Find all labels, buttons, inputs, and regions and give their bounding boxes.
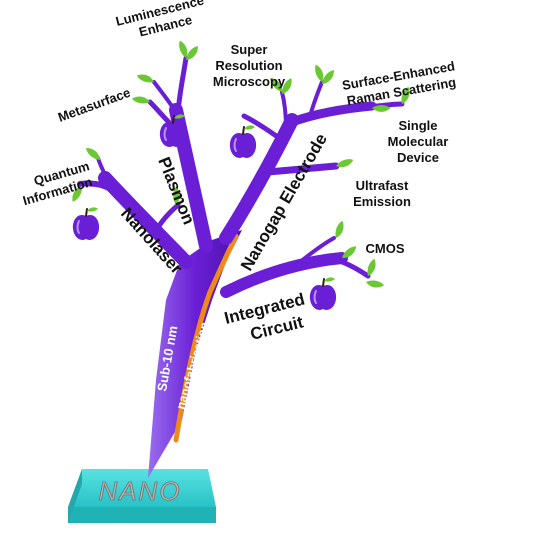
twig-luminescence-2 [152, 80, 178, 114]
label-super-3: Microscopy [213, 74, 286, 89]
twig-super-resolution-2 [280, 90, 288, 130]
branches [77, 55, 405, 298]
trunk: Sub-10 nm nanofabrication [148, 230, 242, 478]
twig-nanolaser-2 [153, 202, 181, 235]
leaf [330, 220, 349, 239]
branch-nanolaser [98, 171, 193, 269]
label-cmos: CMOS [366, 241, 405, 256]
fruit [228, 124, 258, 159]
fruit [308, 276, 338, 311]
nano-base: NANO [68, 469, 216, 523]
twig-quantum [77, 180, 123, 199]
twig-ic-2 [298, 236, 336, 264]
leaf [136, 69, 155, 88]
twig-ultrafast [264, 162, 340, 176]
twig-cmos [327, 255, 371, 279]
base-front [68, 507, 216, 523]
base-top [68, 469, 216, 507]
trunk-body [148, 230, 242, 478]
label-super-1: Super [231, 42, 268, 57]
label-single-2: Molecular [388, 134, 449, 149]
fruit [71, 206, 101, 241]
label-single-3: Device [397, 150, 439, 165]
label-metasurface: Metasurface [56, 85, 132, 125]
twig-super-resolution [241, 113, 285, 143]
base-side [68, 469, 82, 523]
twig-single-molecular [357, 101, 405, 111]
branch-nanogap [219, 113, 299, 245]
trunk-core [173, 233, 239, 443]
leaf [131, 91, 151, 110]
twig-sers-2 [308, 80, 324, 118]
base-label: NANO [98, 476, 181, 506]
label-single-1: Single [398, 118, 437, 133]
label-super-2: Resolution [215, 58, 282, 73]
label-ultrafast-2: Emission [353, 194, 411, 209]
label-ultrafast-1: Ultrafast [356, 178, 409, 193]
twig-luminescence [175, 55, 189, 115]
branch-integrated-circuit [220, 252, 348, 298]
